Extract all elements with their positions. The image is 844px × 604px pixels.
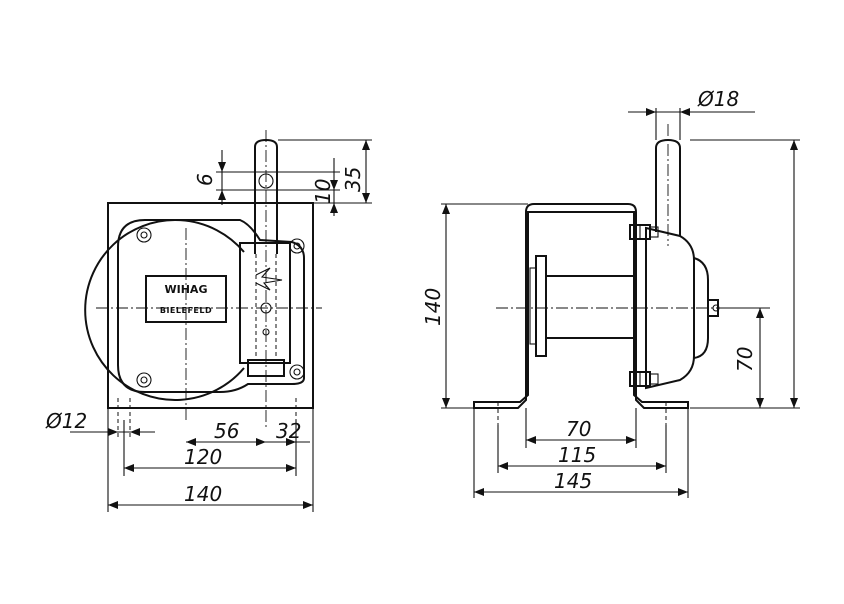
gear-housing (645, 226, 695, 390)
dim-56: 56 (214, 419, 239, 443)
drum-flange (535, 255, 547, 357)
dim-height: 140 (421, 288, 445, 326)
dim-115: 115 (558, 443, 596, 467)
front-view: WIHAG BIELEFELD (45, 130, 372, 512)
side-bolts (629, 224, 659, 387)
base-plate (107, 202, 314, 409)
corner-bolts (136, 227, 305, 388)
dim-bore: Ø12 (45, 409, 87, 433)
dim-145: 145 (554, 469, 592, 493)
dim-6: 6 (193, 173, 217, 186)
dim-70-width: 70 (566, 417, 591, 441)
handle-bracket (239, 242, 291, 364)
side-view: Ø18 140 70 70 115 145 (421, 87, 800, 498)
housing-outline (117, 219, 305, 393)
dim-70-height: 70 (733, 347, 757, 372)
cover-disc (84, 219, 245, 401)
dim-shaft: Ø18 (697, 87, 739, 111)
u-bracket (473, 203, 689, 409)
dim-10: 10 (311, 179, 335, 204)
arrow-mark (255, 267, 283, 291)
dim-140-front: 140 (184, 482, 222, 506)
dim-35: 35 (341, 167, 365, 192)
dim-120: 120 (184, 445, 222, 469)
dim-32: 32 (276, 419, 301, 443)
